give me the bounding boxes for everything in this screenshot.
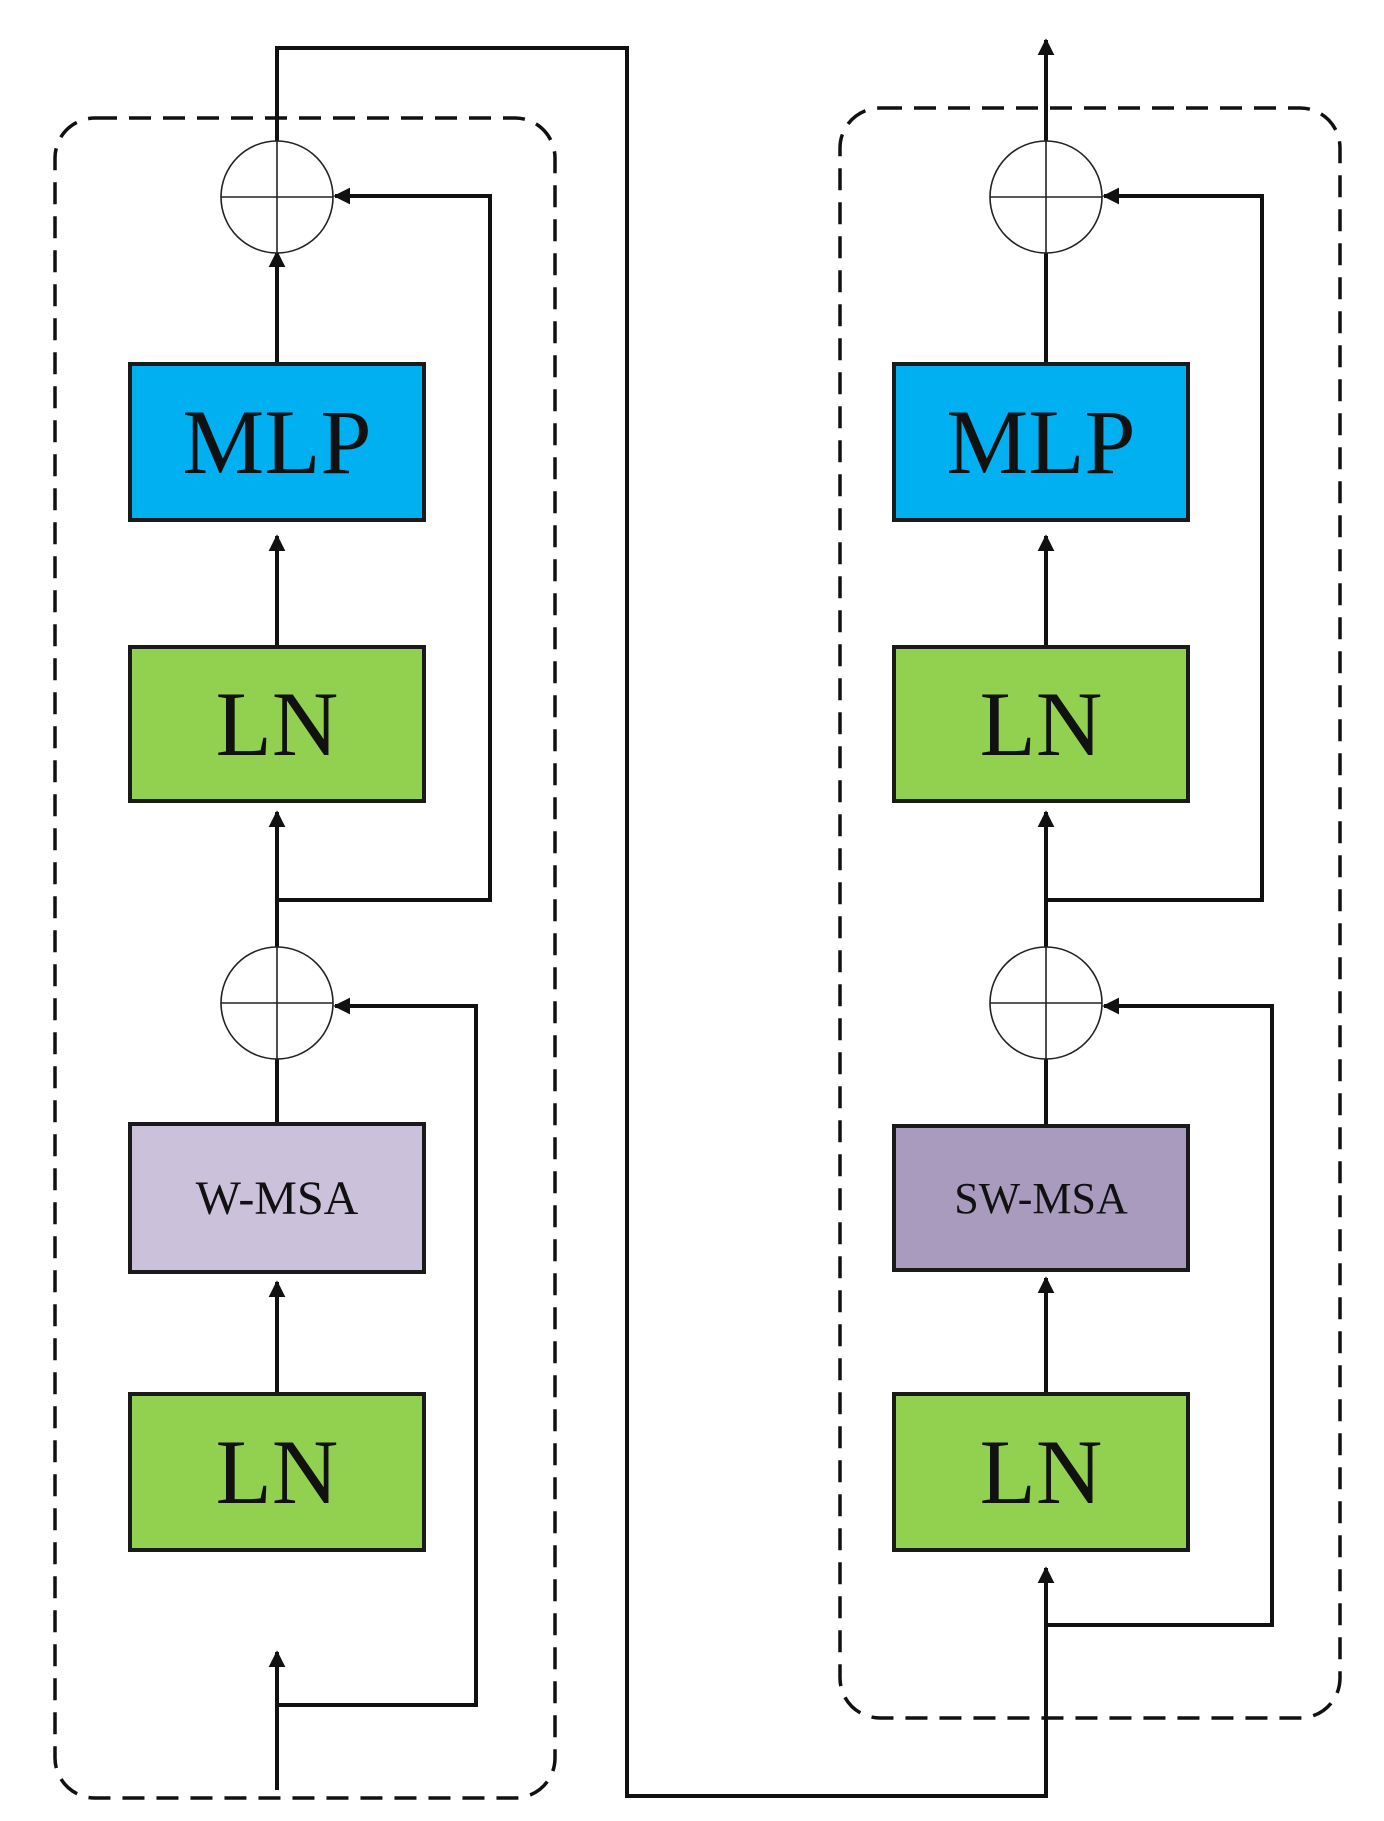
right-block-dashed-outline	[838, 106, 1342, 1720]
left-ln-bottom-label: LN	[215, 1421, 339, 1523]
left-add-node-upper	[220, 140, 334, 254]
right-add-node-lower	[989, 946, 1103, 1060]
left-skip1-line	[277, 997, 478, 1707]
left-mlp-box: MLP	[128, 362, 426, 522]
left-ln-bottom-box: LN	[128, 1392, 426, 1552]
right-swmsa-box: SW-MSA	[892, 1124, 1190, 1272]
right-ln-bottom-label: LN	[979, 1421, 1103, 1523]
left-mlp-label: MLP	[182, 391, 372, 493]
right-add-node-upper	[989, 140, 1103, 254]
left-block-dashed-outline	[53, 116, 557, 1800]
left-ln-top-box: LN	[128, 645, 426, 803]
inter-block-connection-line	[275, 46, 1048, 1798]
right-mlp-label: MLP	[946, 391, 1136, 493]
left-skip2-line	[277, 187, 492, 902]
right-swmsa-label: SW-MSA	[954, 1173, 1128, 1223]
right-ln-bottom-box: LN	[892, 1392, 1190, 1552]
right-mlp-box: MLP	[892, 362, 1190, 522]
left-wmsa-label: W-MSA	[195, 1171, 359, 1225]
right-ln-top-label: LN	[979, 673, 1103, 775]
right-skip1-line	[1046, 997, 1274, 1627]
left-wmsa-box: W-MSA	[128, 1122, 426, 1274]
left-add-node-lower	[220, 946, 334, 1060]
right-skip2-line	[1046, 187, 1264, 902]
left-ln-top-label: LN	[215, 673, 339, 775]
right-ln-top-box: LN	[892, 645, 1190, 803]
